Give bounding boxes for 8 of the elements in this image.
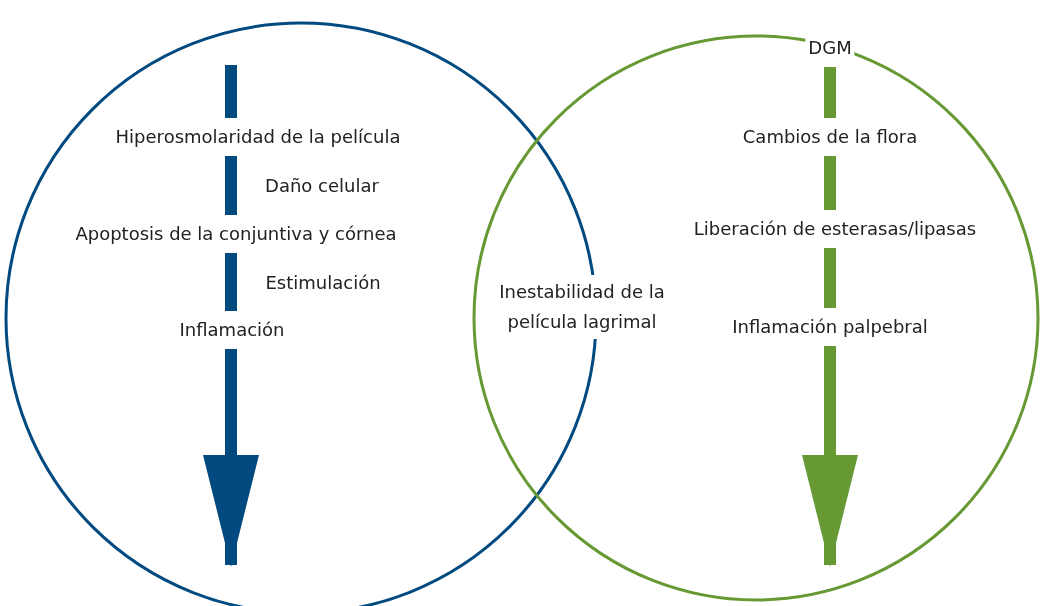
connector-line bbox=[225, 65, 237, 118]
arrow bbox=[802, 346, 858, 567]
connector-line bbox=[824, 156, 836, 210]
connector-line bbox=[824, 248, 836, 308]
arrow bbox=[203, 349, 259, 567]
connector-line bbox=[824, 67, 836, 118]
connector-line bbox=[225, 253, 237, 311]
connector-line bbox=[225, 156, 237, 215]
